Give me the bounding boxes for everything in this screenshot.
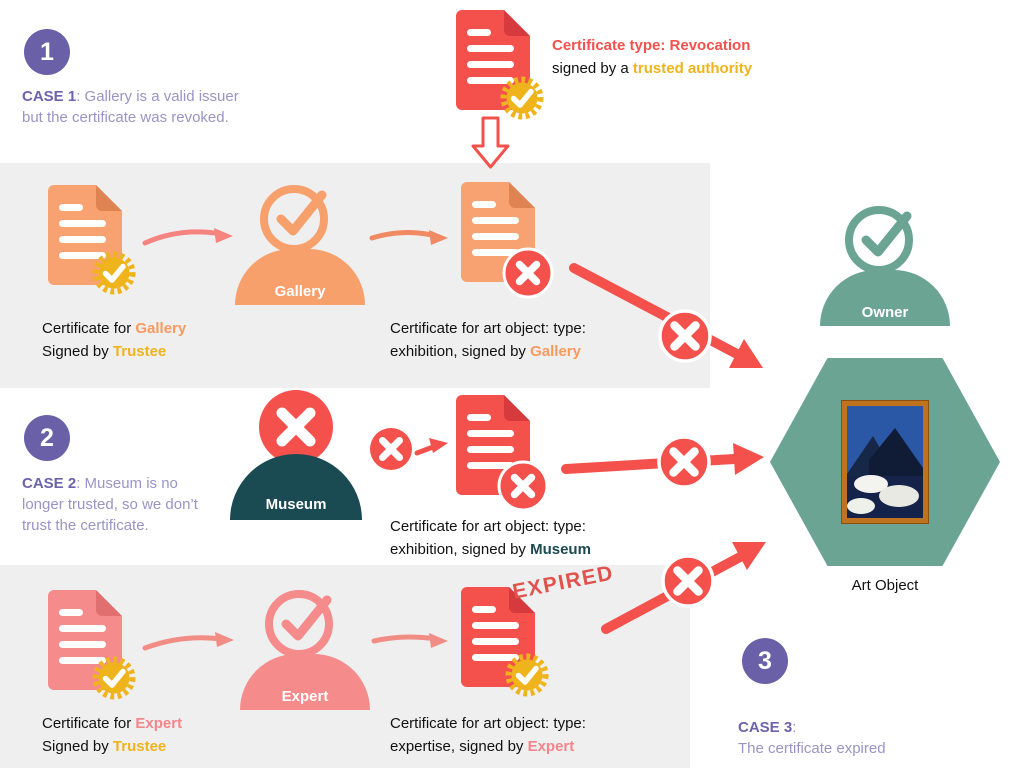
art-object-cert-gallery (455, 180, 537, 284)
case3-number-badge: 3 (742, 638, 788, 684)
revocation-note-line2: signed by a trusted authority (552, 57, 802, 80)
expert-cert-caption: Certificate for Expert Signed by Trustee (42, 712, 182, 758)
caption-text: expertise, signed by (390, 738, 528, 755)
case1-title: CASE 1 (22, 88, 77, 105)
expert-actor: Expert (240, 580, 370, 712)
reject-x-icon (657, 435, 711, 489)
badge-number: 3 (758, 646, 772, 675)
check-seal-icon (498, 74, 546, 122)
case1-body: : Gallery is a valid issuer but the cert… (22, 88, 239, 126)
distrust-x-icon (370, 428, 412, 470)
caption-text: exhibition, signed by (390, 343, 531, 360)
revocation-note: Certificate type: Revocation signed by a… (552, 34, 802, 80)
art-object-hexagon (770, 358, 1000, 566)
revocation-down-arrow (471, 116, 510, 169)
gallery-cert-caption: Certificate for Gallery Signed by Truste… (42, 317, 186, 363)
owner-actor: Owner (820, 196, 950, 328)
check-seal-icon (90, 249, 138, 297)
check-head-icon (839, 196, 931, 276)
museum-actor: Museum (230, 388, 362, 520)
x-seal-icon (501, 246, 555, 300)
expert-label: Expert (281, 688, 329, 705)
badge-number: 2 (40, 423, 54, 452)
arrow-museum-to-cert (370, 428, 448, 470)
gallery-name-text: Gallery (530, 343, 581, 360)
revocation-certificate (450, 8, 532, 112)
caption-line: Certificate for art object: type: (390, 715, 586, 732)
caption-text: Certificate for (42, 320, 136, 337)
painting-frame (842, 401, 928, 523)
case2-title: CASE 2 (22, 475, 77, 492)
art-cert-museum-caption: Certificate for art object: type: exhibi… (390, 515, 591, 561)
x-head-icon (259, 390, 333, 464)
x-seal-icon (496, 459, 550, 513)
owner-label: Owner (861, 304, 909, 321)
caption-line: Certificate for Gallery (42, 317, 186, 340)
trustee-name-text: Trustee (112, 343, 167, 360)
caption-text: Signed by (42, 343, 113, 360)
gallery-actor: Gallery (235, 175, 365, 307)
caption-line: Signed by Trustee (42, 340, 186, 363)
check-seal-icon (90, 654, 138, 702)
expert-name-text: Expert (135, 715, 183, 732)
caption-text: Certificate for (42, 715, 136, 732)
badge-number: 1 (40, 37, 54, 66)
art-object-label: Art Object (851, 577, 919, 594)
case2-number-badge: 2 (24, 415, 70, 461)
caption-line: Certificate for art object: type: (390, 320, 586, 337)
check-head-icon (259, 580, 351, 660)
art-cert-gallery-caption: Certificate for art object: type: exhibi… (390, 317, 586, 363)
expert-name-text: Expert (527, 738, 575, 755)
note-text: signed by a (552, 60, 633, 77)
case3-title: CASE 3 (738, 719, 793, 736)
case2-body: : Museum is no longer trusted, so we don… (22, 475, 198, 534)
caption-line: Certificate for Expert (42, 712, 182, 735)
caption-line: expertise, signed by Expert (390, 735, 586, 758)
case3-body: : The certificate expired (738, 719, 886, 757)
caption-text: exhibition, signed by (390, 541, 531, 558)
gallery-label: Gallery (274, 283, 326, 300)
case1-number-badge: 1 (24, 29, 70, 75)
check-head-icon (254, 175, 346, 255)
gallery-name-text: Gallery (135, 320, 187, 337)
gallery-certificate (42, 183, 124, 287)
check-seal-icon (503, 651, 551, 699)
case2-note: CASE 2: Museum is no longer trusted, so … (22, 473, 214, 536)
case1-note: CASE 1: Gallery is a valid issuer but th… (22, 86, 240, 128)
trusted-authority-text: trusted authority (632, 60, 753, 77)
painting-image (847, 406, 923, 518)
case3-note: CASE 3: The certificate expired (738, 696, 978, 759)
museum-name-text: Museum (530, 541, 591, 558)
caption-text: Signed by (42, 738, 113, 755)
trustee-name-text: Trustee (112, 738, 167, 755)
caption-line: exhibition, signed by Museum (390, 538, 591, 561)
caption-line: exhibition, signed by Gallery (390, 340, 586, 363)
arrow-row2-rejected (561, 435, 764, 489)
caption-line: Certificate for art object: type: (390, 518, 586, 535)
art-object-cert-museum (450, 393, 532, 497)
caption-line: Signed by Trustee (42, 735, 182, 758)
revocation-note-line1: Certificate type: Revocation (552, 37, 751, 54)
expert-certificate (42, 588, 124, 692)
art-cert-expert-caption: Certificate for art object: type: expert… (390, 712, 586, 758)
museum-label: Museum (265, 496, 327, 513)
